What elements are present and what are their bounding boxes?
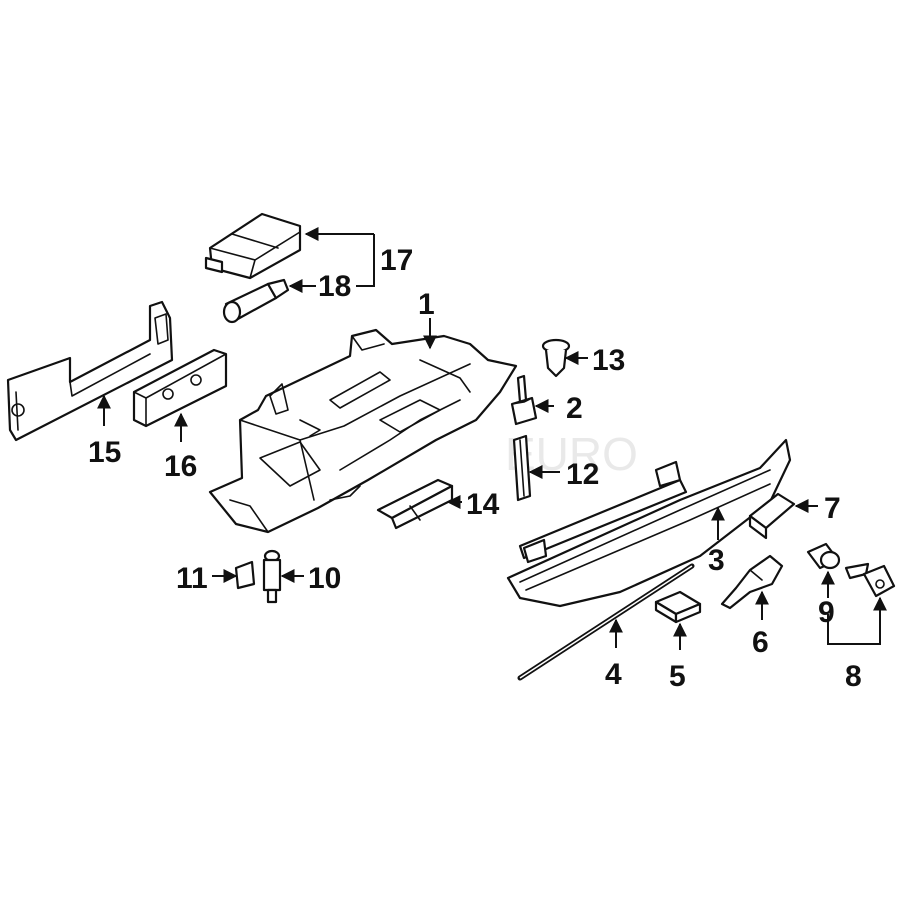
- part-7-latch: [748, 492, 796, 540]
- callout-5: 5: [669, 660, 686, 693]
- callout-10: 10: [308, 562, 341, 595]
- part-15-side-panel: [6, 300, 174, 442]
- part-1-glovebox-body: [208, 328, 518, 534]
- part-3-glovebox-lid: [506, 438, 792, 608]
- part-6-bracket: [720, 554, 784, 610]
- callout-4: 4: [605, 658, 622, 691]
- callout-9: 9: [818, 596, 835, 629]
- part-16-cover-plate: [132, 348, 228, 428]
- callout-14: 14: [466, 488, 500, 521]
- callout-11: 11: [176, 562, 208, 595]
- callout-2: 2: [566, 392, 583, 425]
- part-12-rod: [512, 434, 532, 502]
- part-18-bulb: [222, 278, 290, 324]
- part-11-plate: [234, 560, 256, 590]
- callout-3: 3: [708, 544, 725, 577]
- part-9-lock-cylinder: [806, 542, 841, 570]
- part-2-damper: [510, 374, 538, 426]
- leader-lines: [97, 227, 887, 650]
- callout-16: 16: [164, 450, 197, 483]
- part-13-push-clip: [541, 338, 571, 378]
- part-10-actuator: [262, 549, 282, 604]
- callout-1: 1: [418, 288, 435, 321]
- callout-8: 8: [845, 660, 862, 693]
- callout-17: 17: [380, 244, 413, 277]
- callout-12: 12: [566, 458, 599, 491]
- callout-6: 6: [752, 626, 769, 659]
- callout-13: 13: [592, 344, 625, 377]
- part-8-key: [844, 562, 896, 598]
- part-5-clip: [654, 590, 702, 624]
- part-14-bracket: [376, 478, 454, 530]
- part-17-lamp-housing: [204, 212, 302, 280]
- callout-15: 15: [88, 436, 121, 469]
- callout-18: 18: [318, 270, 351, 303]
- callout-labels: 1 2 3 4 5 6 7 8 9 10 11 12 13 14 15 16 1…: [88, 244, 862, 693]
- callout-7: 7: [824, 492, 841, 525]
